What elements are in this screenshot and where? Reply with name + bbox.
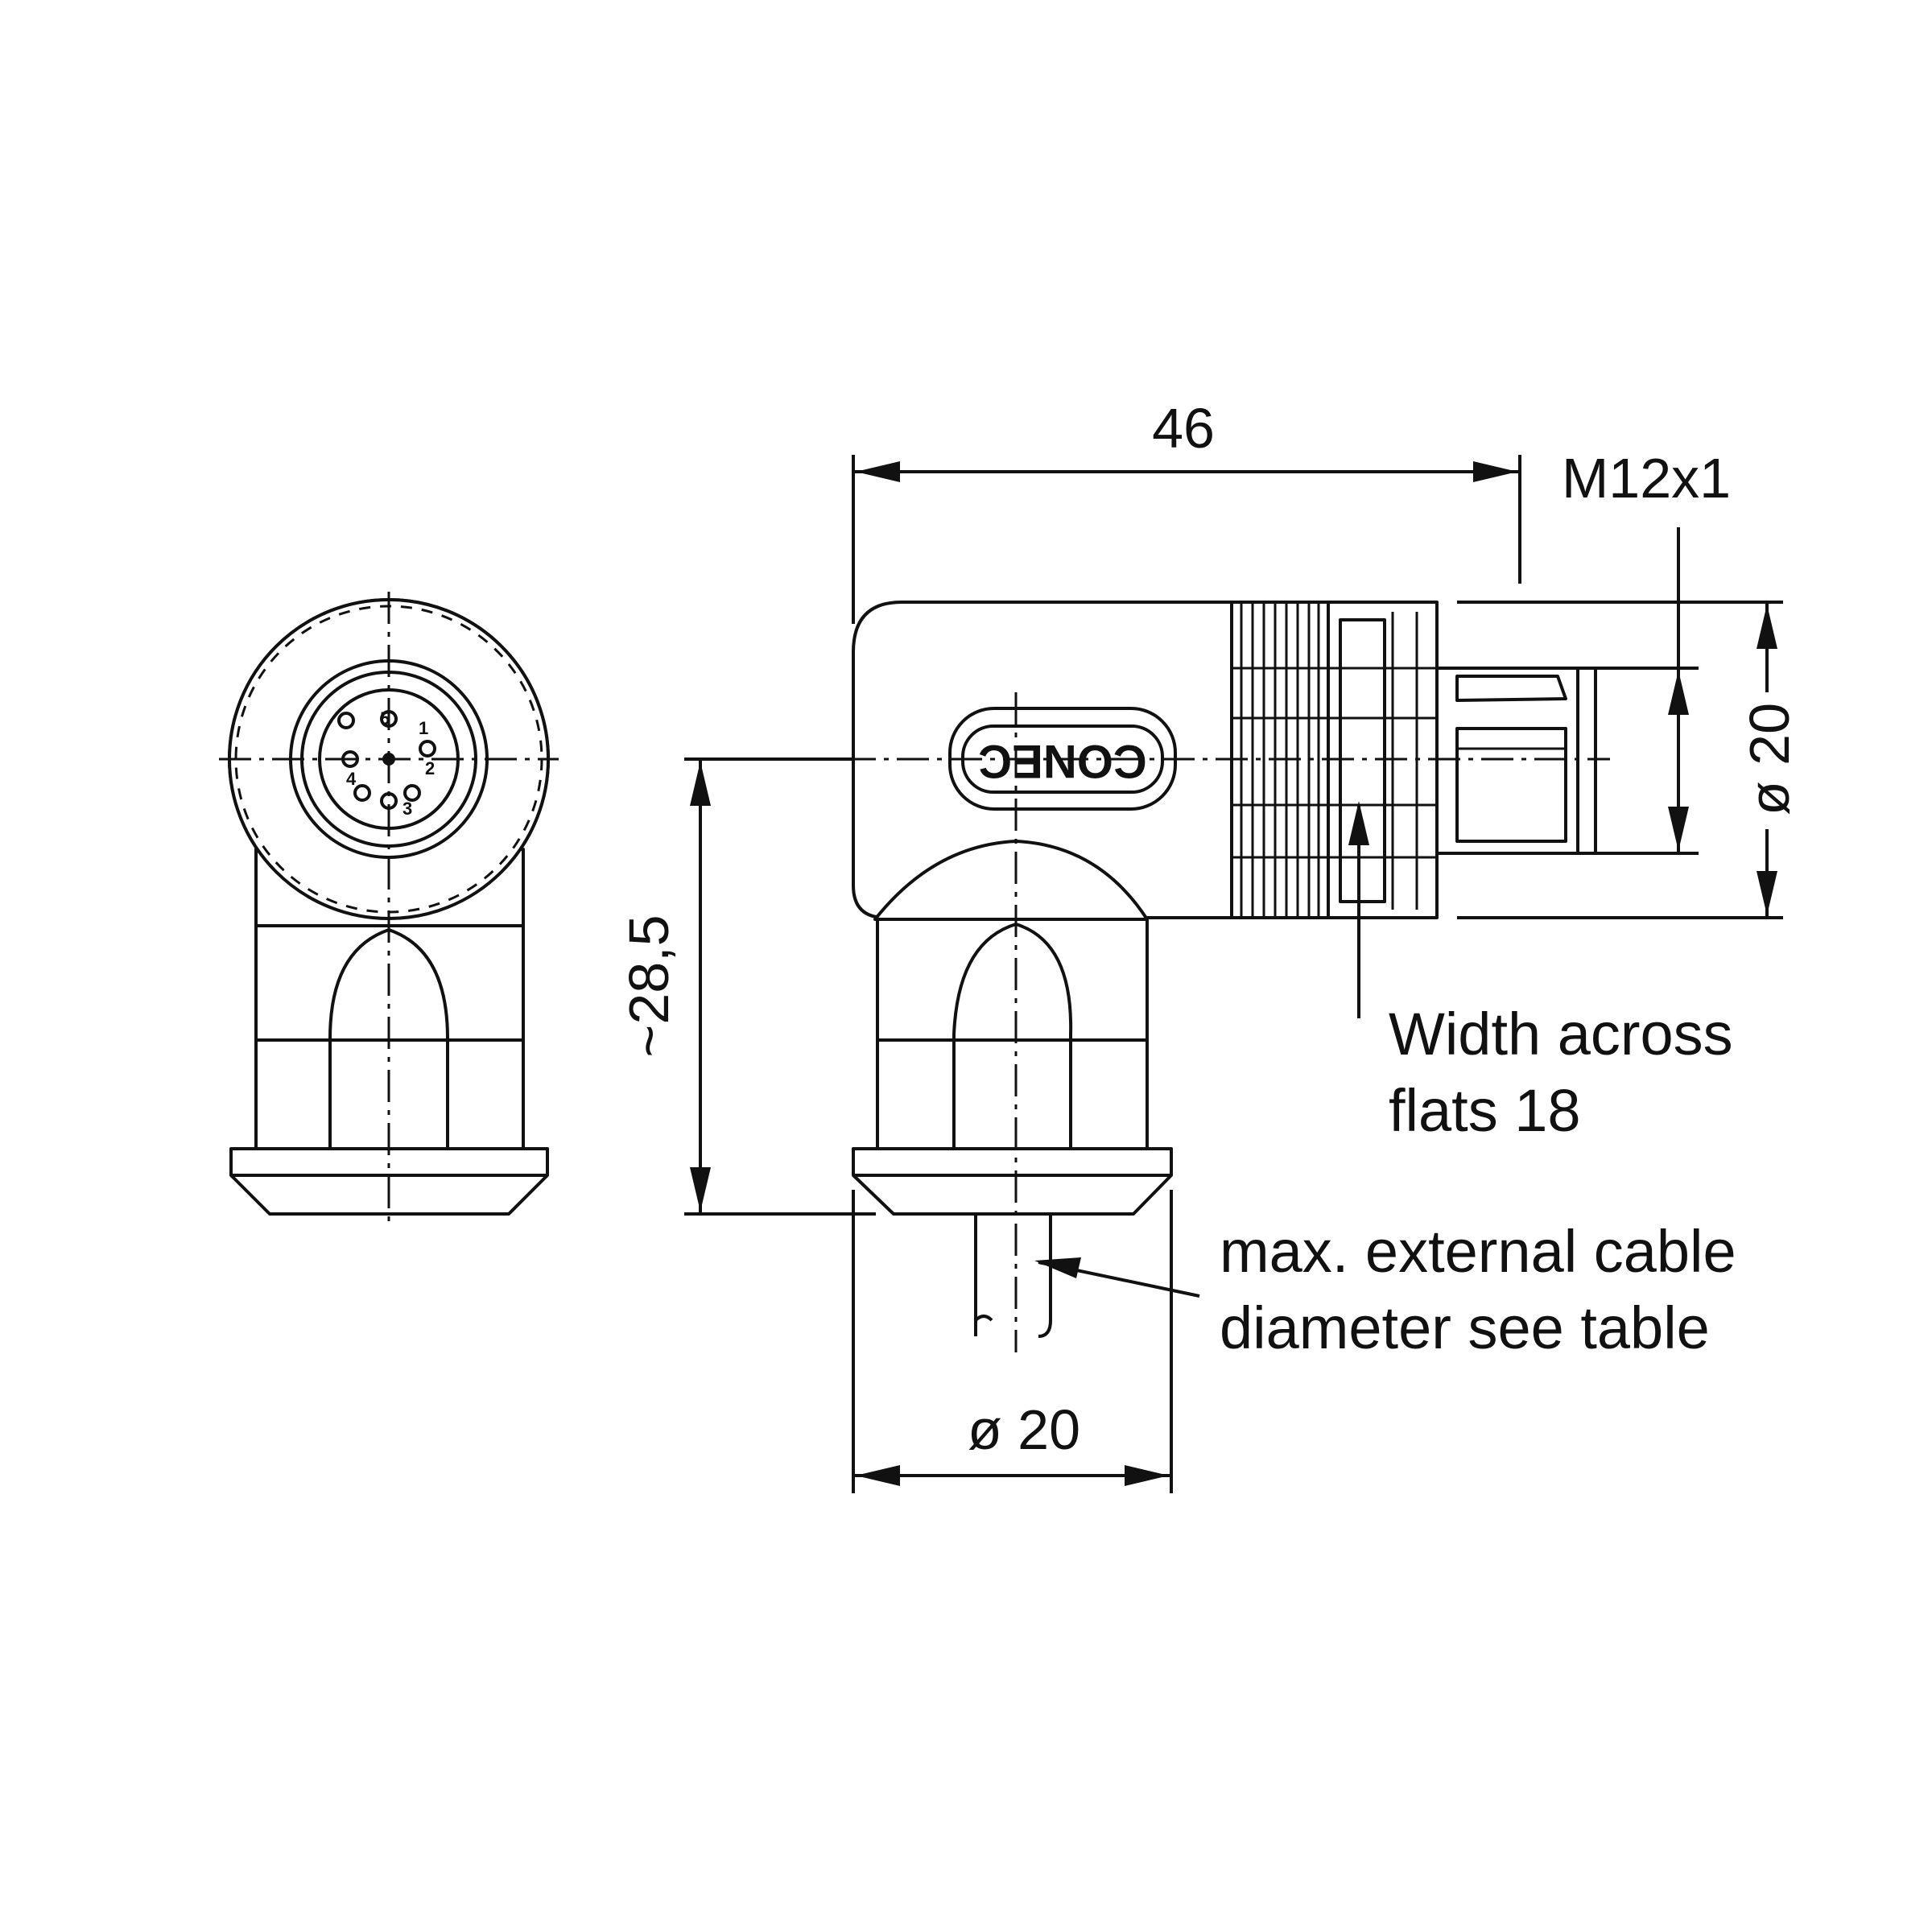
dim-d20-side-label: ø 20 bbox=[1738, 703, 1801, 815]
side-view: CONEC bbox=[684, 601, 1610, 1352]
side-cable bbox=[974, 1214, 1052, 1338]
thread-body bbox=[1455, 727, 1567, 843]
flats-note-line2: flats 18 bbox=[1389, 1077, 1581, 1144]
front-pins: 5 1 2 3 4 bbox=[337, 708, 436, 819]
dim-285-arrow-top bbox=[690, 762, 711, 806]
pin-label-5: 5 bbox=[380, 708, 390, 729]
thread-top-key bbox=[1455, 675, 1567, 702]
annotations: Width across flats 18 max. external cabl… bbox=[1034, 801, 1736, 1361]
dim-d20-bottom-label: ø 20 bbox=[968, 1398, 1080, 1461]
dimension-lines: 46 M12x1 ø 20 ~28,5 ø 20 bbox=[617, 397, 1801, 1493]
side-flange bbox=[852, 1147, 1173, 1216]
side-boot-housing bbox=[876, 918, 1149, 1150]
hex-facets bbox=[1328, 612, 1437, 910]
flats-leader-arrow bbox=[1348, 801, 1369, 845]
dim-d20b-arrow-left bbox=[856, 1465, 900, 1486]
pin-label-4: 4 bbox=[346, 769, 357, 789]
pin-label-3: 3 bbox=[402, 799, 412, 819]
pin-lower-right bbox=[403, 784, 421, 802]
thread-end-cap bbox=[1576, 667, 1597, 855]
dim-thread-arrow-bottom bbox=[1668, 807, 1689, 851]
thread-label: M12x1 bbox=[1562, 447, 1731, 510]
dim-46-arrow-left bbox=[856, 461, 900, 482]
logo-text: CONEC bbox=[978, 735, 1146, 787]
pin-label-1: 1 bbox=[419, 718, 428, 738]
cable-note-line2: diameter see table bbox=[1220, 1294, 1710, 1361]
pin-label-2: 2 bbox=[425, 758, 435, 778]
pin-lower-left bbox=[353, 784, 371, 802]
dim-46-label: 46 bbox=[1152, 397, 1215, 460]
dim-285-label: ~28,5 bbox=[617, 914, 680, 1057]
cable-note-line1: max. external cable bbox=[1220, 1218, 1736, 1285]
dim-d20b-arrow-right bbox=[1125, 1465, 1169, 1486]
dim-d20-arrow-top bbox=[1757, 605, 1777, 649]
pin-upper-left bbox=[337, 712, 355, 729]
dim-285-arrow-bottom bbox=[690, 1167, 711, 1212]
front-view: 5 1 2 3 4 bbox=[219, 592, 559, 1228]
dim-thread-arrow-top bbox=[1668, 671, 1689, 715]
dim-d20-arrow-bottom bbox=[1757, 871, 1777, 915]
cable-leader-arrow bbox=[1034, 1257, 1081, 1278]
hex-collar bbox=[1339, 618, 1386, 903]
pin-right bbox=[419, 740, 436, 758]
flats-note-line1: Width across bbox=[1389, 1001, 1733, 1067]
dim-46-arrow-right bbox=[1473, 461, 1517, 482]
